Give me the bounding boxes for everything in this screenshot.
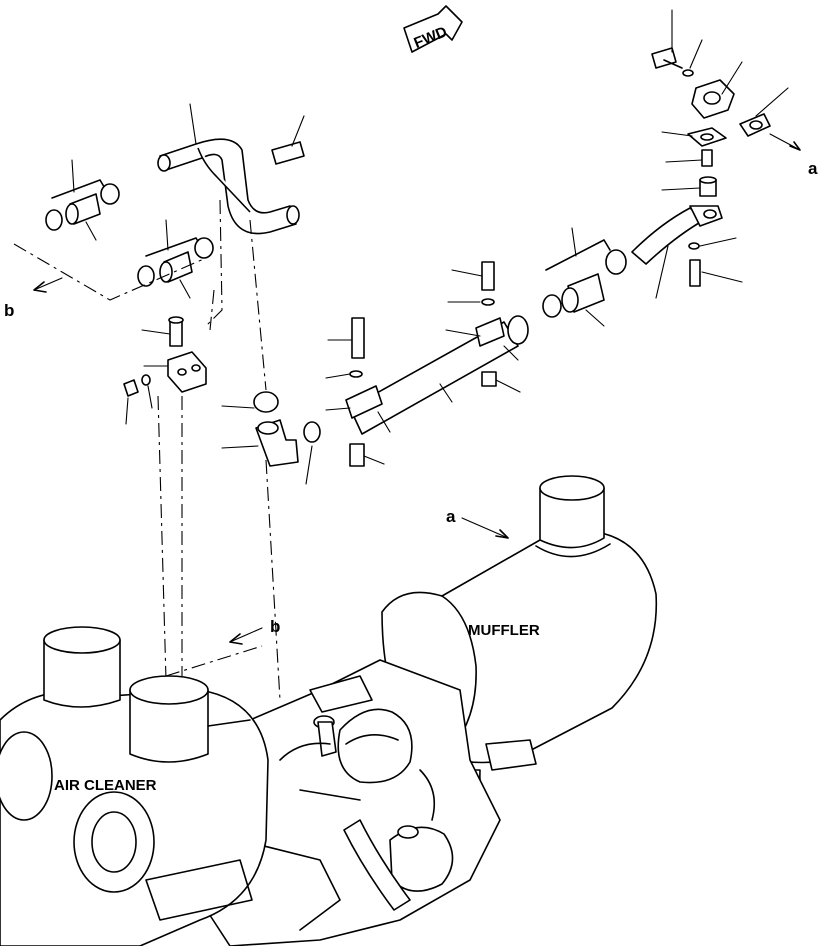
ref-a-label-muffler: a [446,507,456,526]
muffler-label: MUFFLER [468,622,540,639]
ref-a-label-top: a [808,159,818,178]
elbow-fitting [221,391,321,485]
fwd-arrow-icon: FWD [403,5,463,53]
air-cleaner: AIR CLEANER [0,626,269,946]
left-sleeve-clamp-group-upper [45,159,120,241]
outlet-flange-assembly [631,9,801,299]
ref-b-label-bottom: b [270,617,280,636]
engine-block [199,659,501,946]
right-sleeve-clamp-group [542,227,627,327]
middle-tailpipe-assembly [325,261,529,467]
u-bend-pipe [157,103,305,235]
support-bracket-assembly [123,316,207,425]
air-cleaner-label: AIR CLEANER [54,777,157,794]
left-sleeve-clamp-group-lower [137,219,214,299]
ref-b-label-top: b [4,301,14,320]
